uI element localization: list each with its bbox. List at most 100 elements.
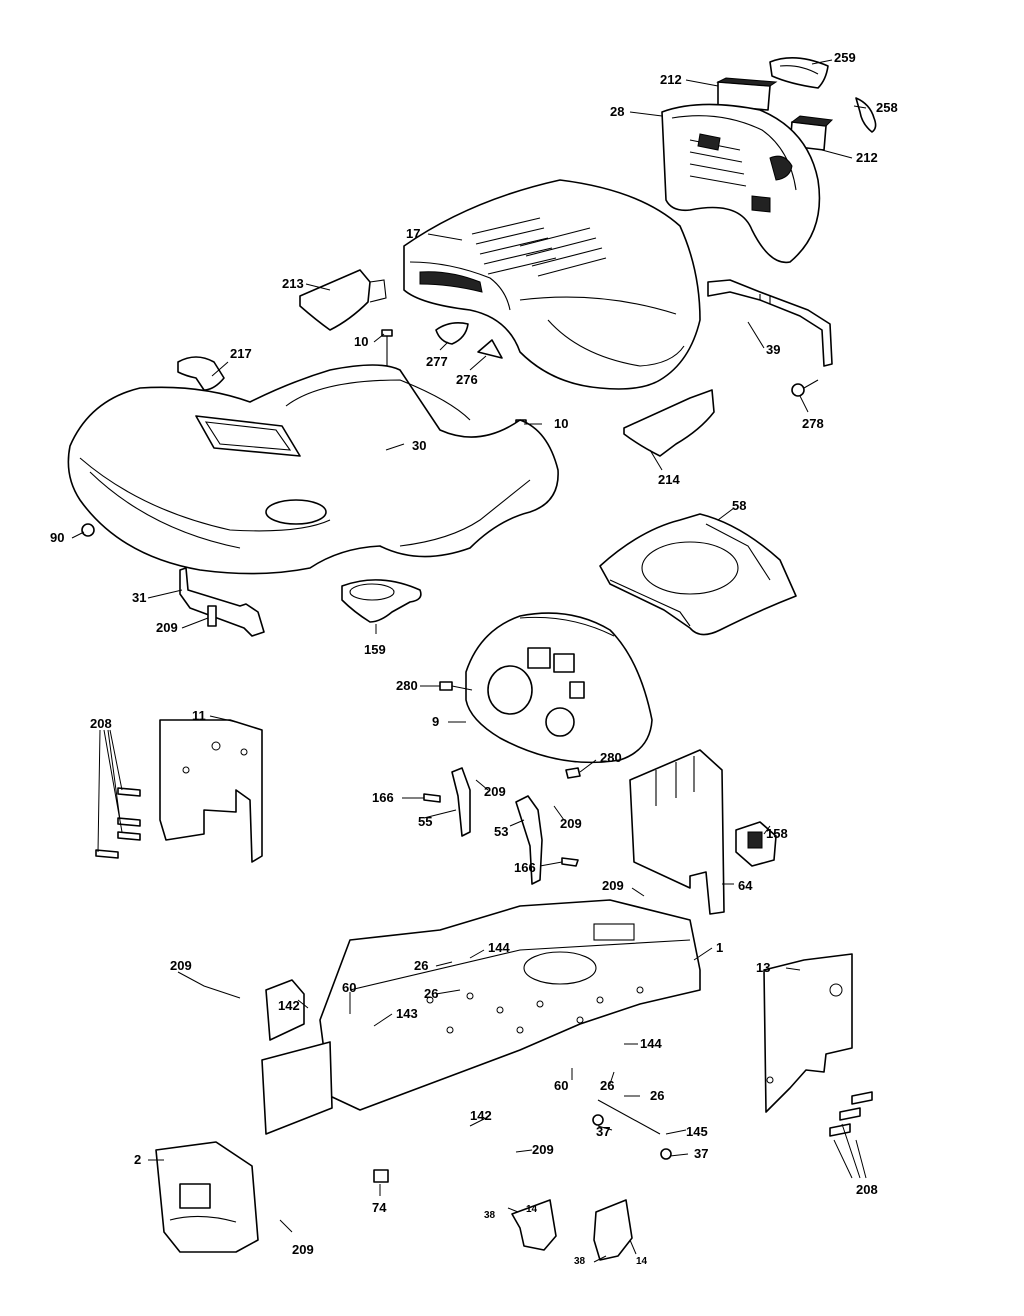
part-142-plate-left <box>261 979 333 1135</box>
label-276: 276 <box>456 372 478 387</box>
part-58-tray <box>599 513 797 636</box>
part-212-block-top <box>716 77 778 111</box>
label-14-right: 14 <box>636 1256 648 1267</box>
label-13: 13 <box>756 960 770 975</box>
label-158: 158 <box>766 826 788 841</box>
label-39: 39 <box>766 342 780 357</box>
part-159-cupholder <box>341 579 422 623</box>
part-11-panel <box>159 719 263 863</box>
part-39-bracket <box>707 279 833 367</box>
label-55: 55 <box>418 814 432 829</box>
label-10-top: 10 <box>354 334 368 349</box>
label-74: 74 <box>372 1200 387 1215</box>
label-26-c: 26 <box>600 1078 614 1093</box>
part-55-bracket <box>451 767 471 837</box>
part-166-bolt-b <box>561 857 579 867</box>
part-280-screw-bottom <box>565 767 581 779</box>
part-9-dash <box>465 612 653 764</box>
part-166-bolt-a <box>423 793 441 803</box>
label-26-b: 26 <box>424 986 438 1001</box>
label-60-right: 60 <box>554 1078 568 1093</box>
part-208-bolts-left <box>95 787 141 859</box>
label-213: 213 <box>282 276 304 291</box>
label-28: 28 <box>610 104 624 119</box>
label-208-right: 208 <box>856 1182 878 1197</box>
part-276 <box>477 339 503 359</box>
label-142-right: 142 <box>470 1108 492 1123</box>
label-26-a: 26 <box>414 958 428 973</box>
label-212-right: 212 <box>856 150 878 165</box>
label-9: 9 <box>432 714 439 729</box>
leader-lines <box>71 59 867 1263</box>
label-30: 30 <box>412 438 426 453</box>
label-143: 143 <box>396 1006 418 1021</box>
part-214-bracket <box>623 389 715 457</box>
label-37-left: 37 <box>596 1124 610 1139</box>
part-28-grille <box>661 103 821 264</box>
label-142-left: 142 <box>278 998 300 1013</box>
label-212-top: 212 <box>660 72 682 87</box>
part-17-hood <box>403 179 701 390</box>
label-214: 214 <box>658 472 680 487</box>
part-90-nut <box>81 523 95 537</box>
label-10-lower: 10 <box>554 416 568 431</box>
part-30-fender <box>67 364 559 575</box>
part-74-spacer <box>373 1169 389 1183</box>
label-209-d: 209 <box>602 878 624 893</box>
label-166-a: 166 <box>372 790 394 805</box>
part-53-bracket <box>515 795 543 885</box>
label-53: 53 <box>494 824 508 839</box>
part-259-cap <box>769 57 829 89</box>
label-217: 217 <box>230 346 252 361</box>
label-14-left: 14 <box>526 1204 538 1215</box>
label-58: 58 <box>732 498 746 513</box>
label-280-bottom: 280 <box>600 750 622 765</box>
label-208-left: 208 <box>90 716 112 731</box>
part-labels: 259 212 258 28 212 17 213 39 10 277 276 … <box>50 50 898 1267</box>
part-258-clip <box>855 97 877 133</box>
part-213-bracket <box>299 269 387 331</box>
label-209-g: 209 <box>292 1242 314 1257</box>
label-1: 1 <box>716 940 723 955</box>
label-144-top: 144 <box>488 940 510 955</box>
label-37-right: 37 <box>694 1146 708 1161</box>
label-258: 258 <box>876 100 898 115</box>
part-145-rod <box>592 1099 672 1160</box>
label-166-b: 166 <box>514 860 536 875</box>
part-64-panel <box>629 749 725 915</box>
part-280-screw-top <box>439 681 473 691</box>
label-209-c: 209 <box>560 816 582 831</box>
label-209-a: 209 <box>156 620 178 635</box>
part-38-bracket-left <box>511 1199 557 1251</box>
label-145: 145 <box>686 1124 708 1139</box>
label-144-right: 144 <box>640 1036 662 1051</box>
label-11: 11 <box>192 708 206 723</box>
label-38-right: 38 <box>574 1256 586 1267</box>
label-159: 159 <box>364 642 386 657</box>
part-277 <box>435 322 469 345</box>
label-280-top: 280 <box>396 678 418 693</box>
label-277: 277 <box>426 354 448 369</box>
part-209-screw-a <box>207 605 217 627</box>
label-209-e: 209 <box>170 958 192 973</box>
label-64: 64 <box>738 878 753 893</box>
part-278-screw <box>791 379 819 397</box>
label-209-b: 209 <box>484 784 506 799</box>
part-1-frame <box>319 899 701 1111</box>
label-38-left: 38 <box>484 1210 496 1221</box>
label-259: 259 <box>834 50 856 65</box>
part-158-clip <box>735 821 777 867</box>
label-17: 17 <box>406 226 420 241</box>
part-31-bracket <box>179 567 265 637</box>
label-26-d: 26 <box>650 1088 664 1103</box>
label-90: 90 <box>50 530 64 545</box>
label-31: 31 <box>132 590 146 605</box>
part-2-front-plate <box>155 1141 259 1253</box>
label-278: 278 <box>802 416 824 431</box>
part-38-bracket-right <box>593 1199 633 1261</box>
label-60-left: 60 <box>342 980 356 995</box>
part-217-handle <box>177 356 225 391</box>
label-2: 2 <box>134 1152 141 1167</box>
part-208-bolts-right <box>829 1091 873 1137</box>
